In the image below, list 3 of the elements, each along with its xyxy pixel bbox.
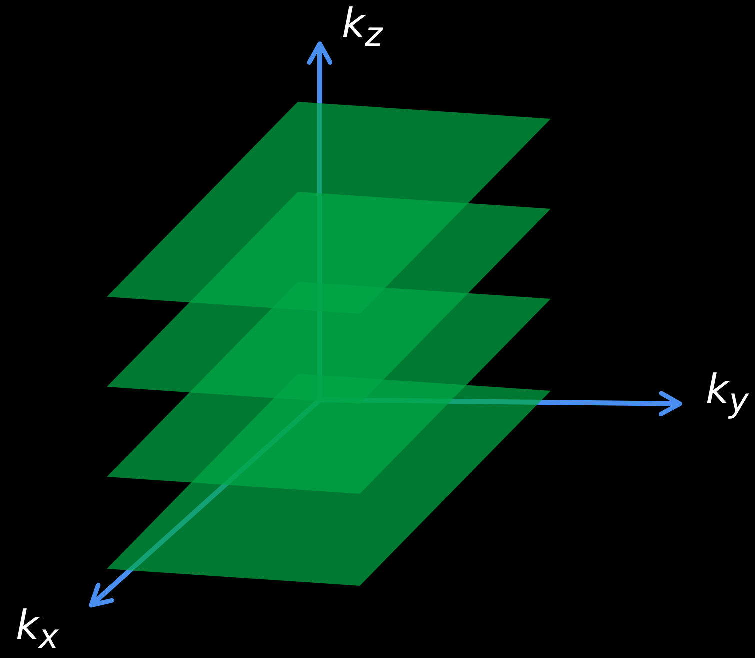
- axis-label: k$_{y}$: [706, 370, 749, 418]
- axis-label: k$_{x}$: [16, 606, 59, 654]
- axis-label: k$_{z}$: [342, 4, 383, 52]
